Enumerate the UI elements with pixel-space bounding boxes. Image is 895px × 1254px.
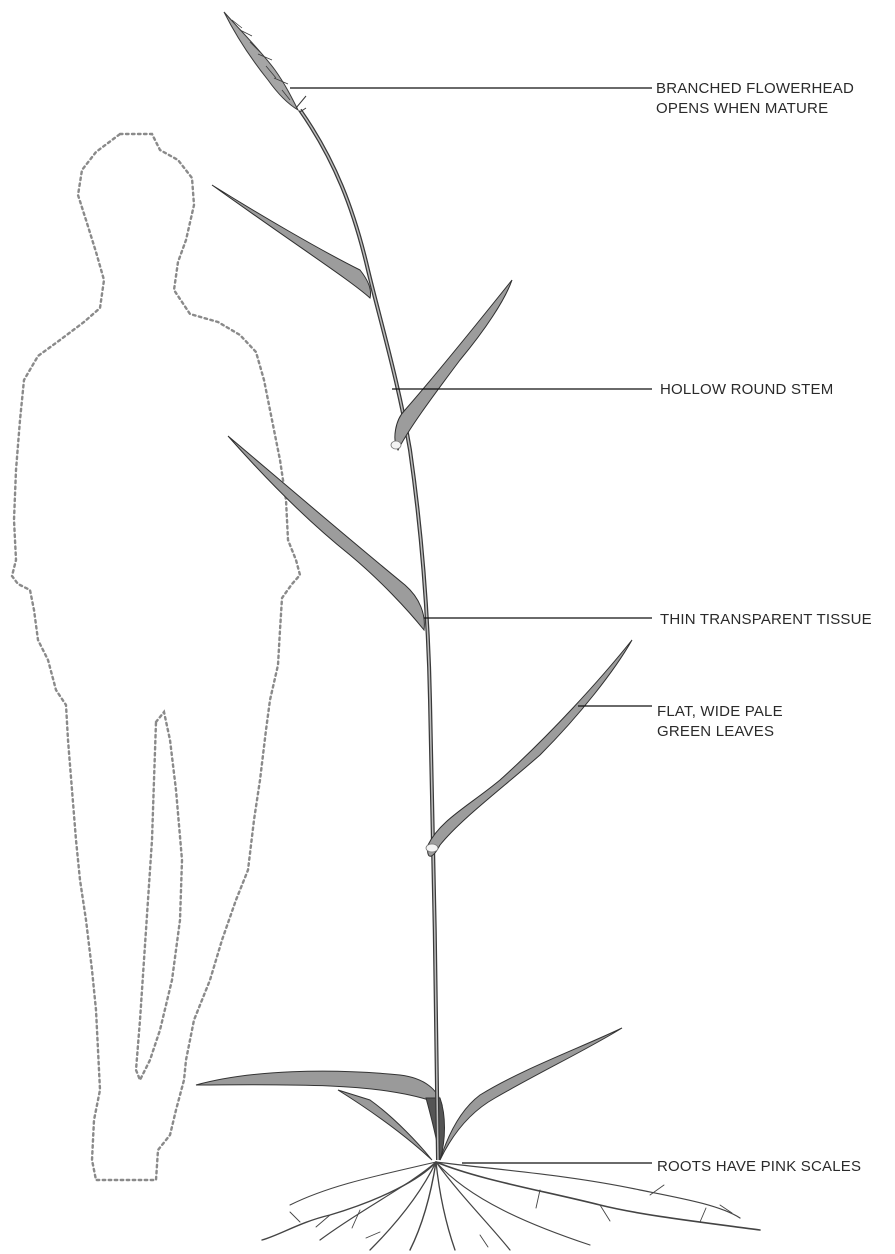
label-leaves: FLAT, WIDE PALE GREEN LEAVES xyxy=(657,702,783,742)
label-flowerhead-line2: OPENS WHEN MATURE xyxy=(656,99,854,119)
plant-stem xyxy=(300,110,438,1160)
human-silhouette-outline xyxy=(12,134,300,1180)
plant-stem-leaves xyxy=(212,185,632,856)
label-flowerhead: BRANCHED FLOWERHEAD OPENS WHEN MATURE xyxy=(656,79,854,119)
stem-node-tissue xyxy=(426,844,438,852)
label-tissue: THIN TRANSPARENT TISSUE xyxy=(660,610,872,630)
leader-lines xyxy=(290,88,652,1163)
plant-flowerhead xyxy=(224,12,306,112)
plant-base-leaves xyxy=(196,1028,622,1160)
label-leaves-line1: FLAT, WIDE PALE xyxy=(657,702,783,722)
label-flowerhead-line1: BRANCHED FLOWERHEAD xyxy=(656,79,854,99)
label-tissue-line1: THIN TRANSPARENT TISSUE xyxy=(660,610,872,630)
label-stem-line1: HOLLOW ROUND STEM xyxy=(660,380,833,400)
human-leg-gap-outline xyxy=(136,712,182,1080)
stem-node-tissue xyxy=(391,441,401,449)
label-roots-line1: ROOTS HAVE PINK SCALES xyxy=(657,1157,861,1177)
label-roots: ROOTS HAVE PINK SCALES xyxy=(657,1157,861,1177)
label-leaves-line2: GREEN LEAVES xyxy=(657,722,783,742)
label-stem: HOLLOW ROUND STEM xyxy=(660,380,833,400)
